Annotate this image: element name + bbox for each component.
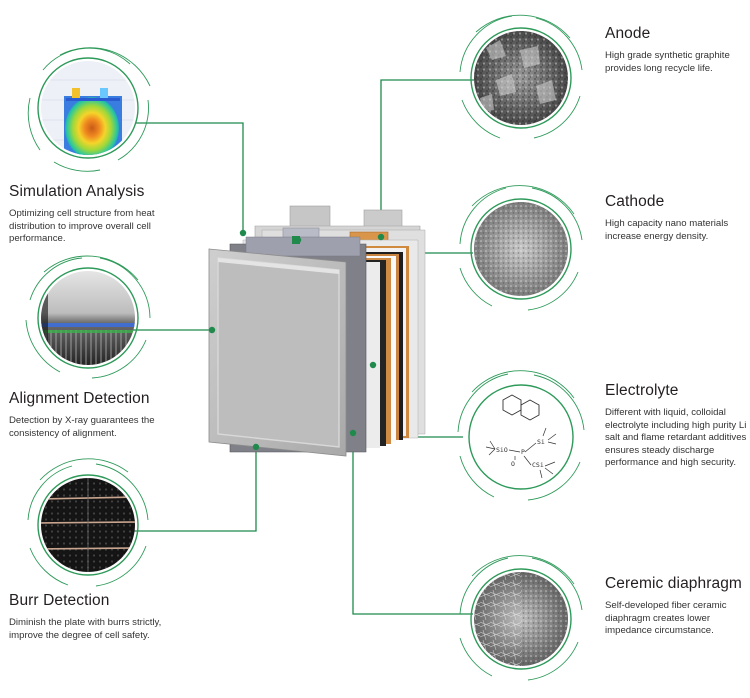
callout-description: Optimizing cell structure from heat dist…	[9, 208, 155, 245]
atom-label: P	[521, 448, 525, 456]
callout-title: Alignment Detection	[9, 390, 150, 407]
atom-label: Si	[537, 438, 545, 446]
connector-simulation	[136, 122, 244, 233]
callout-description: Different with liquid, colloidal electro…	[605, 407, 747, 469]
phosphate-structure-icon: SiO P Si O CSi	[485, 427, 557, 479]
simulation-thumbnail	[27, 47, 151, 172]
callout-description: High capacity nano materials increase en…	[605, 218, 729, 242]
ring-decoration	[27, 458, 149, 587]
burr-thumbnail	[27, 458, 149, 587]
connector-dots	[208, 229, 385, 451]
callout-title: Electrolyte	[605, 382, 679, 399]
ring-decoration	[459, 185, 583, 311]
atom-label: O	[511, 460, 515, 468]
callout-description: Detection by X-ray guarantees the consis…	[9, 415, 155, 439]
ring-decoration	[457, 370, 585, 501]
ring-decoration	[459, 555, 583, 681]
callout-burr-detection: Burr Detection Diminish the plate with b…	[9, 592, 164, 642]
connector-anode	[380, 79, 474, 237]
callout-cathode: Cathode High capacity nano materials inc…	[605, 193, 745, 243]
connector-ceramic	[352, 433, 473, 615]
callout-description: Diminish the plate with burrs strictly, …	[9, 617, 162, 641]
callout-simulation-analysis: Simulation Analysis Optimizing cell stru…	[9, 183, 184, 246]
callout-title: Anode	[605, 25, 651, 42]
ceramic-thumbnail	[459, 555, 583, 681]
callout-electrolyte: Electrolyte Different with liquid, collo…	[605, 382, 747, 470]
callout-alignment-detection: Alignment Detection Detection by X-ray g…	[9, 390, 179, 440]
cathode-thumbnail	[459, 185, 583, 311]
atom-label: CSi	[532, 461, 544, 469]
ring-decoration	[27, 47, 151, 172]
callout-title: Ceremic diaphragm	[605, 575, 742, 592]
callout-description: Self-developed fiber ceramic diaphragm c…	[605, 600, 727, 637]
callout-title: Burr Detection	[9, 592, 110, 609]
callout-description: High grade synthetic graphite provides l…	[605, 50, 730, 74]
callout-anode: Anode High grade synthetic graphite prov…	[605, 25, 745, 75]
anode-thumbnail	[459, 14, 583, 139]
battery-cell-exploded	[208, 205, 426, 457]
ring-decoration	[459, 14, 583, 139]
callout-ceramic-diaphragm: Ceremic diaphragm Self-developed fiber c…	[605, 575, 747, 638]
callout-title: Cathode	[605, 193, 665, 210]
biphenyl-structure-icon	[502, 394, 540, 421]
ring-decoration	[25, 255, 151, 379]
alignment-thumbnail	[25, 255, 151, 379]
atom-label: SiO	[496, 446, 508, 454]
connector-burr	[126, 447, 257, 532]
electrolyte-thumbnail: SiO P Si O CSi	[457, 370, 585, 501]
callout-title: Simulation Analysis	[9, 183, 145, 200]
